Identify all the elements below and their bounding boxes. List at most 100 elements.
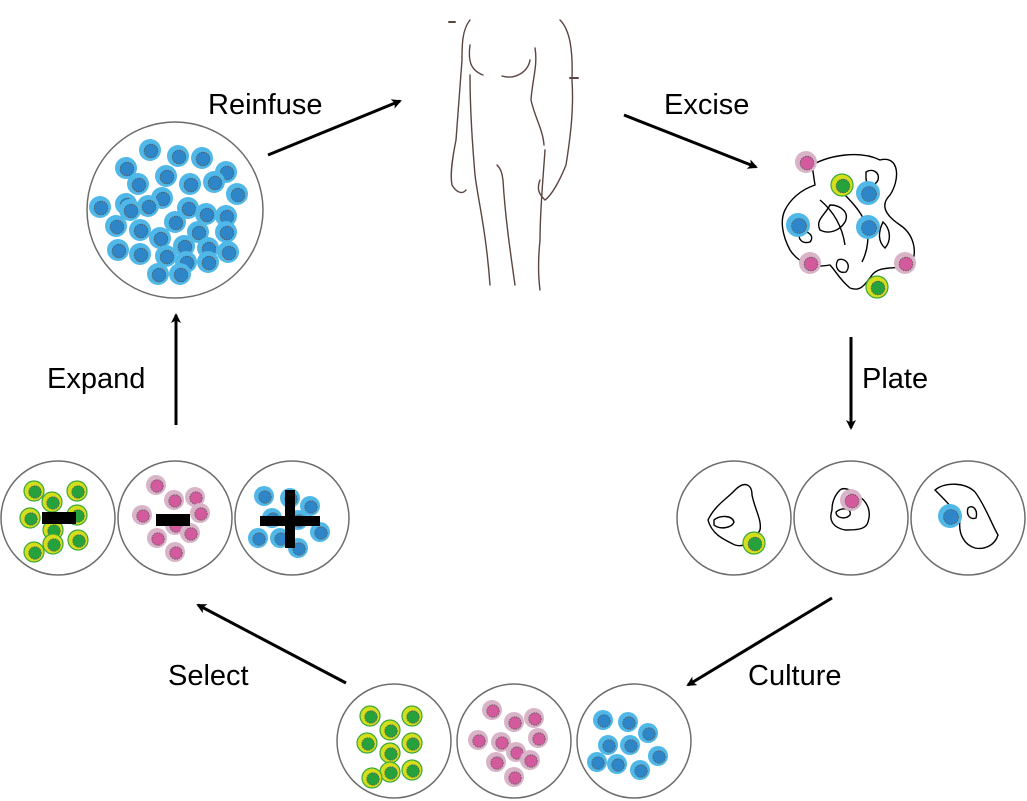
blue-cell xyxy=(167,145,189,167)
blue-cell xyxy=(203,171,225,193)
select-dish-blue xyxy=(234,460,350,576)
pink-cell xyxy=(180,523,200,543)
blue-cell xyxy=(164,211,186,233)
pink-cell xyxy=(795,151,817,173)
green-cell xyxy=(42,533,64,555)
blue-cell xyxy=(638,723,658,743)
patient-body-figure xyxy=(448,19,579,291)
green-cell xyxy=(401,759,423,781)
blue-cell xyxy=(129,219,151,241)
green-cell xyxy=(361,767,383,789)
pink-cell xyxy=(528,728,548,748)
reinfuse-arrow xyxy=(267,99,402,157)
blue-cell xyxy=(105,215,127,237)
step-label-select: Select xyxy=(168,660,249,692)
blue-cell xyxy=(119,199,141,221)
select-signs xyxy=(42,490,320,548)
blue-cell xyxy=(620,735,640,755)
blue-cell xyxy=(107,239,129,261)
blue-cell xyxy=(149,227,171,249)
blue-cell xyxy=(139,139,161,161)
green-cell xyxy=(379,761,401,783)
blue-cell xyxy=(191,147,213,169)
blue-cell xyxy=(226,183,248,205)
pink-cell xyxy=(190,503,210,523)
arrows xyxy=(171,99,856,687)
green-cell xyxy=(401,705,423,727)
blue-cell xyxy=(593,710,613,730)
blue-cell xyxy=(254,486,274,506)
green-cell xyxy=(379,742,401,764)
green-cell xyxy=(742,531,766,555)
blue-cell xyxy=(179,173,201,195)
plate-dish-1 xyxy=(676,460,792,576)
green-cell xyxy=(66,480,88,502)
blue-cell xyxy=(856,181,880,205)
culture-dish-pink xyxy=(456,683,572,799)
culture-dish-green xyxy=(336,683,452,799)
blue-cell xyxy=(618,712,638,732)
pink-cell xyxy=(185,487,205,507)
blue-cell xyxy=(89,196,111,218)
plate-dish-3 xyxy=(910,460,1026,576)
green-cell xyxy=(41,491,63,513)
blue-cell xyxy=(195,203,217,225)
plate-dish-2 xyxy=(793,460,909,576)
pink-cell xyxy=(799,252,821,274)
blue-cell xyxy=(598,735,618,755)
blue-cell xyxy=(300,496,320,516)
pink-cell xyxy=(524,708,544,728)
green-cell xyxy=(23,541,45,563)
expanded-dish xyxy=(86,121,264,299)
blue-cell xyxy=(137,195,159,217)
blue-cell xyxy=(215,221,237,243)
excise-arrow xyxy=(623,113,758,169)
green-cell xyxy=(19,507,41,529)
green-cell xyxy=(356,732,378,754)
blue-cell xyxy=(607,754,627,774)
blue-cell xyxy=(115,157,137,179)
blue-cell xyxy=(187,221,209,243)
green-cell xyxy=(379,719,401,741)
pink-cell xyxy=(486,752,506,772)
green-cell xyxy=(830,173,854,197)
blue-cell xyxy=(215,205,237,227)
select-dish-pink xyxy=(117,460,233,576)
pink-cell xyxy=(520,750,540,770)
pink-cell xyxy=(482,700,502,720)
dishes xyxy=(0,121,1026,799)
select-arrow xyxy=(196,603,347,685)
pink-cell xyxy=(147,528,167,548)
blue-cell xyxy=(129,243,151,265)
blue-cell xyxy=(173,235,195,257)
step-label-plate: Plate xyxy=(862,363,928,395)
pink-cell xyxy=(840,489,862,511)
blue-cell xyxy=(648,746,668,766)
green-cell xyxy=(865,275,889,299)
culture-dish-blue xyxy=(576,683,692,799)
blue-cell xyxy=(155,245,177,267)
blue-cell xyxy=(197,251,219,273)
green-cell xyxy=(23,480,45,502)
blue-cell xyxy=(587,752,607,772)
blue-cell xyxy=(630,760,650,780)
blue-cell xyxy=(786,213,810,237)
pink-cell xyxy=(504,767,524,787)
green-cell xyxy=(359,705,381,727)
pink-cell xyxy=(894,252,916,274)
pink-cell xyxy=(146,475,166,495)
pink-cell xyxy=(491,732,511,752)
step-label-expand: Expand xyxy=(47,363,145,395)
green-cell xyxy=(67,529,89,551)
green-cell xyxy=(401,732,423,754)
blue-cell xyxy=(169,263,191,285)
step-label-culture: Culture xyxy=(748,660,842,692)
minus-sign-green xyxy=(42,512,76,524)
blue-cell xyxy=(310,522,330,542)
blue-cell xyxy=(155,165,177,187)
select-dish-green xyxy=(0,460,116,576)
blue-cell xyxy=(177,197,199,219)
blue-cell xyxy=(127,173,149,195)
step-label-excise: Excise xyxy=(664,89,749,121)
